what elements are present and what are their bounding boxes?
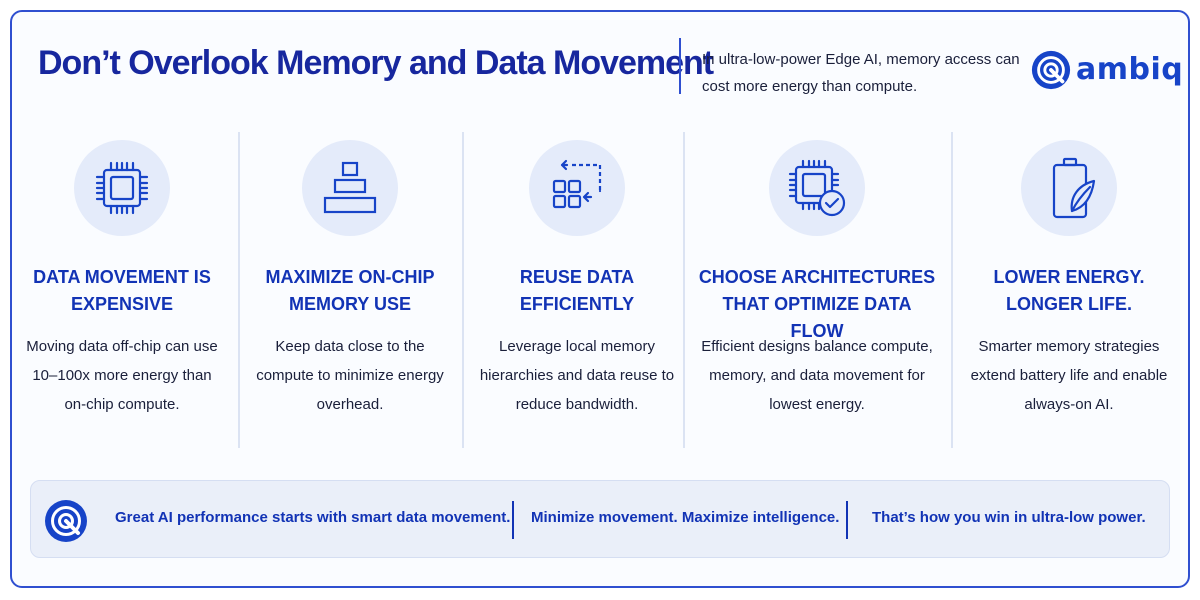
footer-divider	[512, 501, 514, 539]
footer-banner: Great AI performance starts with smart d…	[30, 480, 1170, 558]
column-divider	[683, 132, 685, 448]
ambiq-logo-icon	[1031, 50, 1071, 90]
chip-checkmark-icon	[788, 159, 846, 217]
column-divider	[238, 132, 240, 448]
column-title: Choose architectures that optimize data …	[698, 267, 936, 341]
column-title: Maximize on-chip memory use	[265, 267, 435, 314]
header-divider	[679, 38, 681, 94]
column-body: Leverage local memory hierarchies and da…	[479, 338, 675, 413]
column-architectures: Choose architectures that optimize data …	[694, 132, 940, 442]
column-body: Moving data off-chip can use 10–100x mor…	[26, 338, 218, 413]
data-reuse-grid-icon	[552, 159, 602, 209]
column-body: Efficient designs balance compute, memor…	[701, 338, 933, 413]
icon-badge	[529, 140, 625, 236]
footer-divider	[846, 501, 848, 539]
brand-name: ambiq	[1076, 52, 1184, 87]
column-divider	[462, 132, 464, 448]
column-divider	[951, 132, 953, 448]
page-subtitle: In ultra-low-power Edge AI, memory acces…	[702, 51, 1020, 95]
processor-chip-icon	[95, 161, 149, 215]
column-body: Smarter memory strategies extend battery…	[970, 338, 1168, 413]
footer-message: Great AI performance starts with smart d…	[115, 509, 511, 526]
icon-badge	[1021, 140, 1117, 236]
ambiq-logo-icon	[45, 500, 87, 542]
stacked-memory-icon	[323, 161, 377, 214]
footer-message: Minimize movement. Maximize intelligence…	[531, 509, 840, 526]
column-data-movement: Data movement is expensive Moving data o…	[24, 132, 220, 442]
icon-badge	[769, 140, 865, 236]
column-body: Keep data close to the compute to minimi…	[256, 338, 444, 413]
icon-badge	[302, 140, 398, 236]
column-on-chip-memory: Maximize on-chip memory use Keep data cl…	[256, 132, 444, 442]
column-title: Data movement is expensive	[33, 267, 211, 314]
battery-leaf-icon	[1052, 157, 1096, 219]
icon-badge	[74, 140, 170, 236]
column-reuse-data: Reuse data efficiently Leverage local me…	[472, 132, 682, 442]
footer-message: That’s how you win in ultra-low power.	[872, 509, 1146, 526]
column-title: Reuse data efficiently	[519, 267, 635, 314]
page-title: Don’t Overlook Memory and Data Movement	[38, 44, 714, 82]
ambiq-logo: ambiq	[1030, 48, 1183, 92]
column-lower-energy: Lower energy. Longer life. Smarter memor…	[962, 132, 1176, 442]
column-title: Lower energy. Longer life.	[993, 267, 1145, 314]
